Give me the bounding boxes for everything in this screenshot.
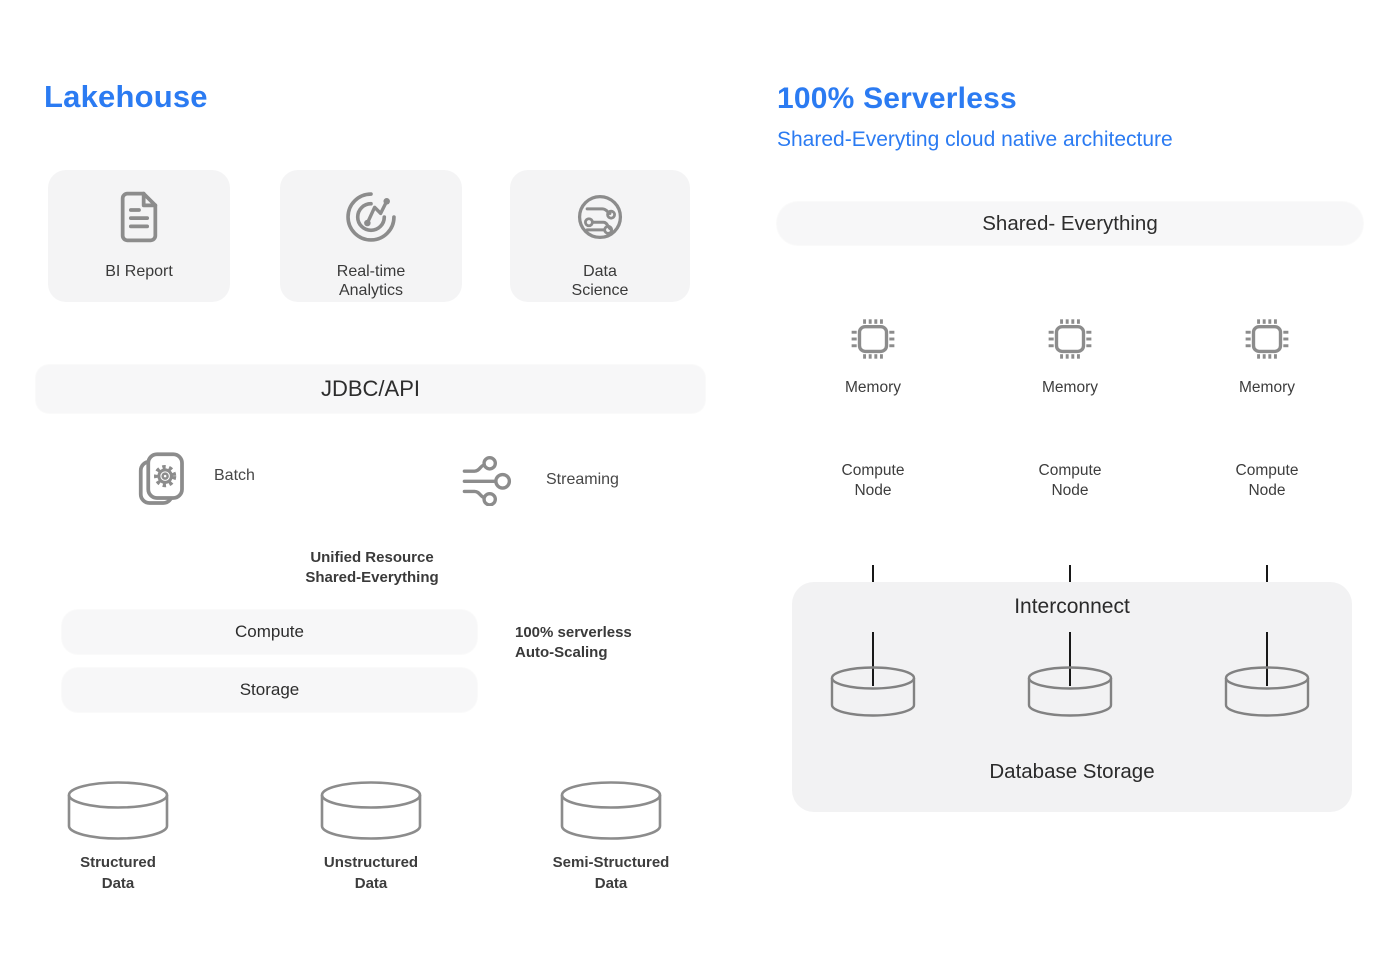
compute-node-label: Compute Node (1038, 462, 1102, 499)
card-label: Data Science (571, 263, 629, 299)
data-science-card: Data Science (510, 170, 690, 302)
streaming-icon (461, 452, 515, 511)
card-label: BI Report (105, 263, 173, 280)
connector-stub (1266, 565, 1268, 592)
database-cylinder-icon (319, 780, 423, 847)
serverless-subtitle: Shared-Everyting cloud native architectu… (777, 128, 1173, 151)
connector-stub (1069, 565, 1071, 592)
compute-node-label: Compute Node (1235, 462, 1299, 499)
lakehouse-title: Lakehouse (44, 79, 208, 114)
auto-scaling-note: 100% serverless Auto-Scaling (515, 624, 632, 661)
unstructured-data-label: Unstructured Data (323, 854, 419, 892)
card-label: Real-time Analytics (336, 263, 406, 299)
batch-label: Batch (214, 467, 255, 484)
storage-cylinder-icon (829, 666, 917, 723)
database-cylinder-icon (66, 780, 170, 847)
data-science-icon (572, 188, 628, 251)
structured-data-label: Structured Data (80, 854, 156, 892)
database-cylinder-icon (559, 780, 663, 847)
memory-label: Memory (1239, 379, 1295, 396)
batch-icon (132, 447, 192, 514)
interconnect-title: Interconnect (1014, 595, 1130, 618)
interconnect-line (1069, 632, 1071, 686)
bi-report-card: BI Report (48, 170, 230, 302)
storage-cylinder-icon (1223, 666, 1311, 723)
streaming-label: Streaming (546, 471, 619, 488)
connector-stub (872, 565, 874, 592)
document-icon (111, 188, 167, 251)
realtime-analytics-card: Real-time Analytics (280, 170, 462, 302)
chip-icon (1240, 312, 1294, 371)
semi-structured-data-label: Semi-Structured Data (552, 854, 670, 892)
memory-label: Memory (845, 379, 901, 396)
database-storage-label: Database Storage (989, 760, 1155, 783)
unified-resource-note: Unified Resource Shared-Everything (305, 549, 439, 586)
memory-label: Memory (1042, 379, 1098, 396)
serverless-title: 100% Serverless (777, 82, 1017, 115)
interconnect-line (1266, 632, 1268, 686)
realtime-analytics-icon (341, 188, 401, 251)
storage-bar: Storage (62, 668, 477, 712)
database-storage-card (792, 582, 1352, 812)
compute-bar: Compute (62, 610, 477, 654)
shared-everything-bar: Shared- Everything (777, 202, 1363, 245)
chip-icon (1043, 312, 1097, 371)
chip-icon (846, 312, 900, 371)
interconnect-line (872, 632, 874, 686)
compute-node-label: Compute Node (841, 462, 905, 499)
jdbc-api-bar: JDBC/API (36, 365, 705, 413)
storage-cylinder-icon (1026, 666, 1114, 723)
